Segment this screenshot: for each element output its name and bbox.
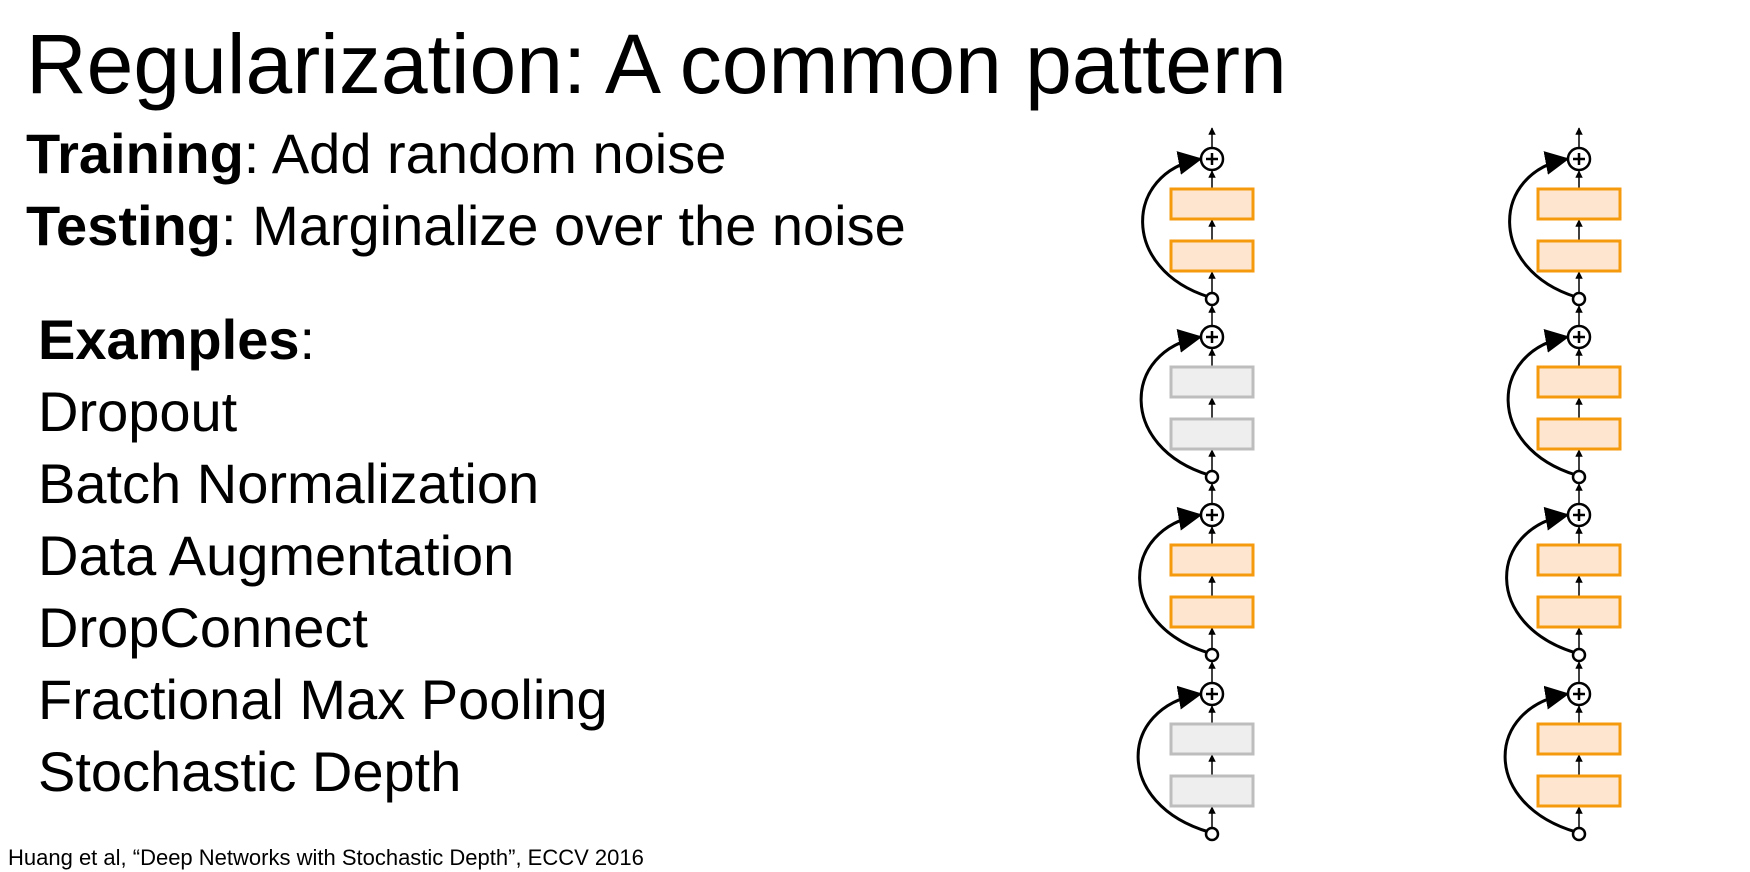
testing-label: Testing [26,194,221,257]
input-node [1204,291,1220,307]
active-layer [1536,543,1622,577]
active-layer [1536,187,1622,221]
active-layer [1536,417,1622,451]
active-layer [1169,187,1255,221]
citation: Huang et al, “Deep Networks with Stochas… [8,845,644,870]
dropped-layer [1169,365,1255,399]
examples-list: Examples: Dropout Batch Normalization Da… [38,304,608,808]
skip-connection [1136,685,1210,834]
active-layer [1169,595,1255,629]
example-item-batch-normalization: Batch Normalization [38,452,540,515]
skip-connection [1503,685,1577,834]
example-item-data-augmentation: Data Augmentation [38,524,515,587]
active-layer [1169,543,1255,577]
examples-colon: : [299,308,316,371]
training-line: Training: Add random noise [26,122,726,186]
dropped-layer [1169,774,1255,808]
skip-connection [1505,506,1577,655]
skip-connection [1141,151,1210,299]
example-item-dropconnect: DropConnect [38,596,368,659]
active-layer [1536,239,1622,273]
active-layer [1169,239,1255,273]
training-text: : Add random noise [243,122,727,185]
testing-text: : Marginalize over the noise [220,194,906,257]
input-node [1204,647,1220,663]
active-layer [1536,722,1622,756]
dropped-layer [1169,722,1255,756]
example-item-fractional-max-pooling: Fractional Max Pooling [38,668,608,731]
active-layer [1536,774,1622,808]
skip-connection [1138,506,1210,655]
examples-heading: Examples: [38,304,608,376]
input-node [1571,647,1587,663]
input-node [1571,826,1587,842]
input-node [1571,291,1587,307]
testing-line: Testing: Marginalize over the noise [26,194,906,258]
examples-label: Examples [38,308,300,371]
slide-title: Regularization: A common pattern [26,17,1287,111]
input-node [1204,469,1220,485]
active-layer [1536,595,1622,629]
skip-connection [1139,329,1210,477]
skip-connection [1506,329,1577,477]
example-item-stochastic-depth: Stochastic Depth [38,740,462,803]
example-item-dropout: Dropout [38,380,238,443]
skip-connection [1508,151,1577,299]
input-node [1204,826,1220,842]
dropped-layer [1169,417,1255,451]
training-label: Training [26,122,244,185]
active-layer [1536,365,1622,399]
input-node [1571,469,1587,485]
